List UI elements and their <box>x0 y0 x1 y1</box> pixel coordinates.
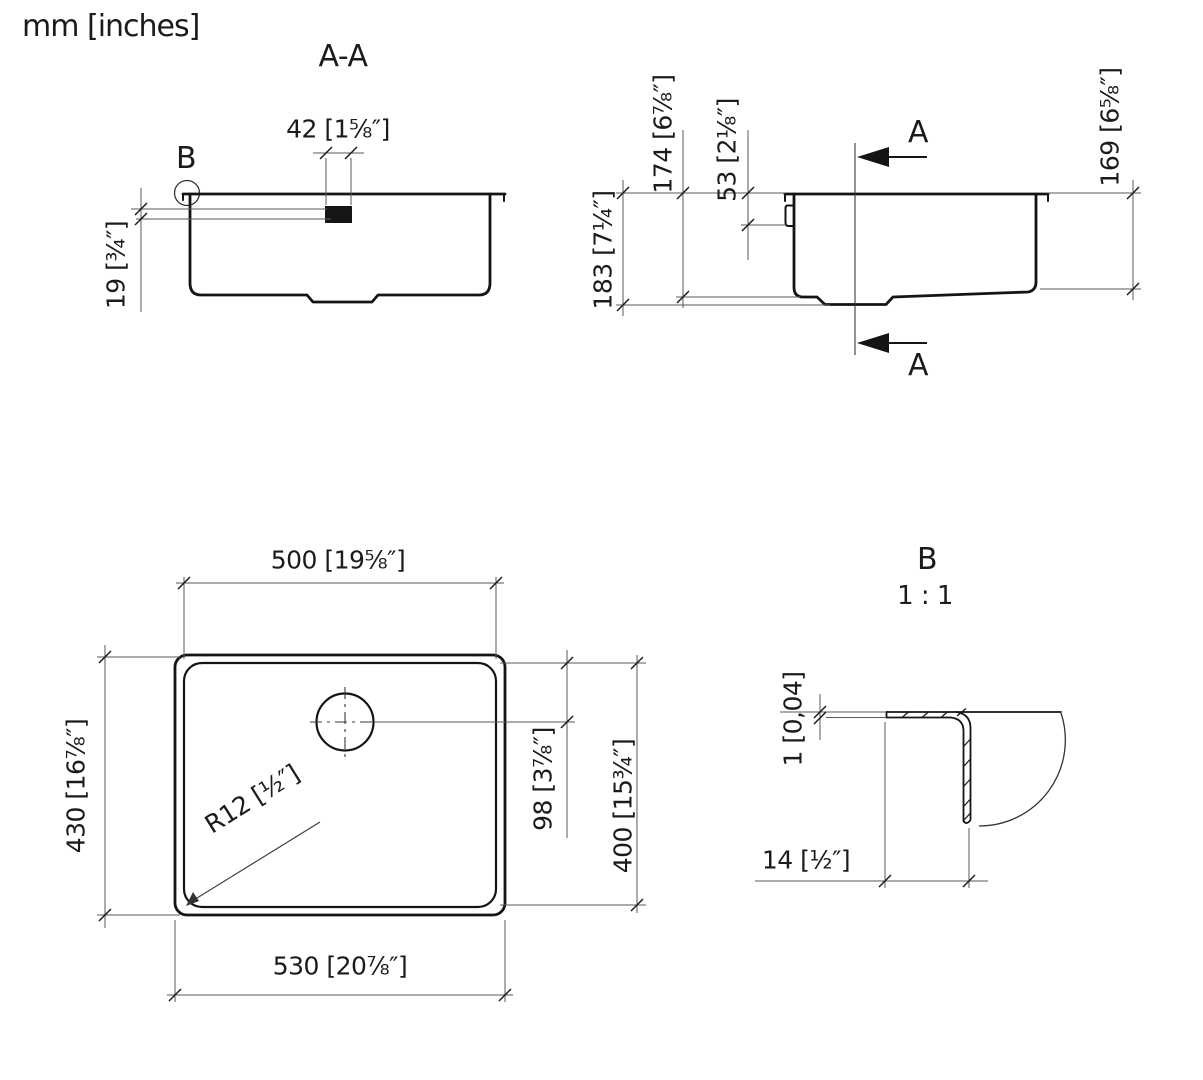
side-fixing-clip <box>784 204 794 227</box>
section-arrow-label-bottom: A <box>907 348 929 383</box>
plan-dim-400-lines <box>500 655 646 913</box>
dim-label-42: 42 [1⁵⁄₈″] <box>286 114 390 144</box>
side-dim-183-lines <box>616 180 830 316</box>
aa-dim-42-lines <box>313 152 364 205</box>
plan-dim-500-lines <box>176 577 504 659</box>
section-arrow-bottom-icon <box>857 333 889 353</box>
dim-label-19: 19 [³⁄₄″] <box>101 220 131 310</box>
dim-label-430: 430 [16⁷⁄₈″] <box>61 718 91 854</box>
aa-dim-19-lines <box>131 188 331 312</box>
units-note: mm [inches] <box>22 9 200 44</box>
dim-label-500: 500 [19⁵⁄₈″] <box>270 545 406 575</box>
side-dim-53-lines <box>741 130 786 260</box>
radius-leader-line <box>188 821 321 904</box>
section-arrow-top-icon <box>857 147 889 167</box>
side-view-linework <box>616 130 1141 355</box>
section-arrow-label-top: A <box>907 115 929 150</box>
detail-b-linework <box>755 694 1066 888</box>
plan-outer-rim <box>173 653 507 917</box>
dim-label-169: 169 [6⁵⁄₈″] <box>1095 67 1125 187</box>
detail-b-marker-label: B <box>175 141 197 176</box>
plan-view-linework <box>97 576 646 1002</box>
dim-label-14: 14 [¹⁄₂″] <box>761 845 851 875</box>
dim-label-53: 53 [2¹⁄₈″] <box>712 98 742 202</box>
detail-b-scale: 1 : 1 <box>897 581 953 611</box>
plan-dim-430-lines <box>97 645 180 928</box>
dim-label-400: 400 [15³⁄₄″] <box>608 738 638 874</box>
dim-label-183: 183 [7¹⁄₄″] <box>588 190 618 310</box>
side-dim-169-lines <box>1040 180 1141 300</box>
detail-b-title: B <box>916 542 938 577</box>
detail-outer-face <box>955 711 972 824</box>
detail-boundary-arc <box>978 712 1066 827</box>
dim-label-98: 98 [3⁷⁄₈″] <box>528 727 558 831</box>
aa-bowl-profile <box>188 192 492 304</box>
plan-dim-530-lines <box>167 920 513 1002</box>
drain-centerlines <box>310 687 380 757</box>
plan-bowl-edge <box>182 661 498 909</box>
dim-label-1: 1 [0,04] <box>778 671 808 767</box>
dim-label-530: 530 [20⁷⁄₈″] <box>272 951 408 981</box>
detail-dim-14-lines <box>755 722 988 888</box>
section-aa-linework <box>131 146 507 312</box>
side-bowl-profile <box>792 192 1038 306</box>
side-dim-174-lines <box>676 130 800 308</box>
radius-leader-arrow-icon <box>186 892 199 906</box>
detail-hatching <box>901 708 971 821</box>
detail-inner-face <box>886 716 965 822</box>
dim-label-174: 174 [6⁷⁄₈″] <box>648 74 678 194</box>
section-aa-title: A-A <box>318 39 368 74</box>
